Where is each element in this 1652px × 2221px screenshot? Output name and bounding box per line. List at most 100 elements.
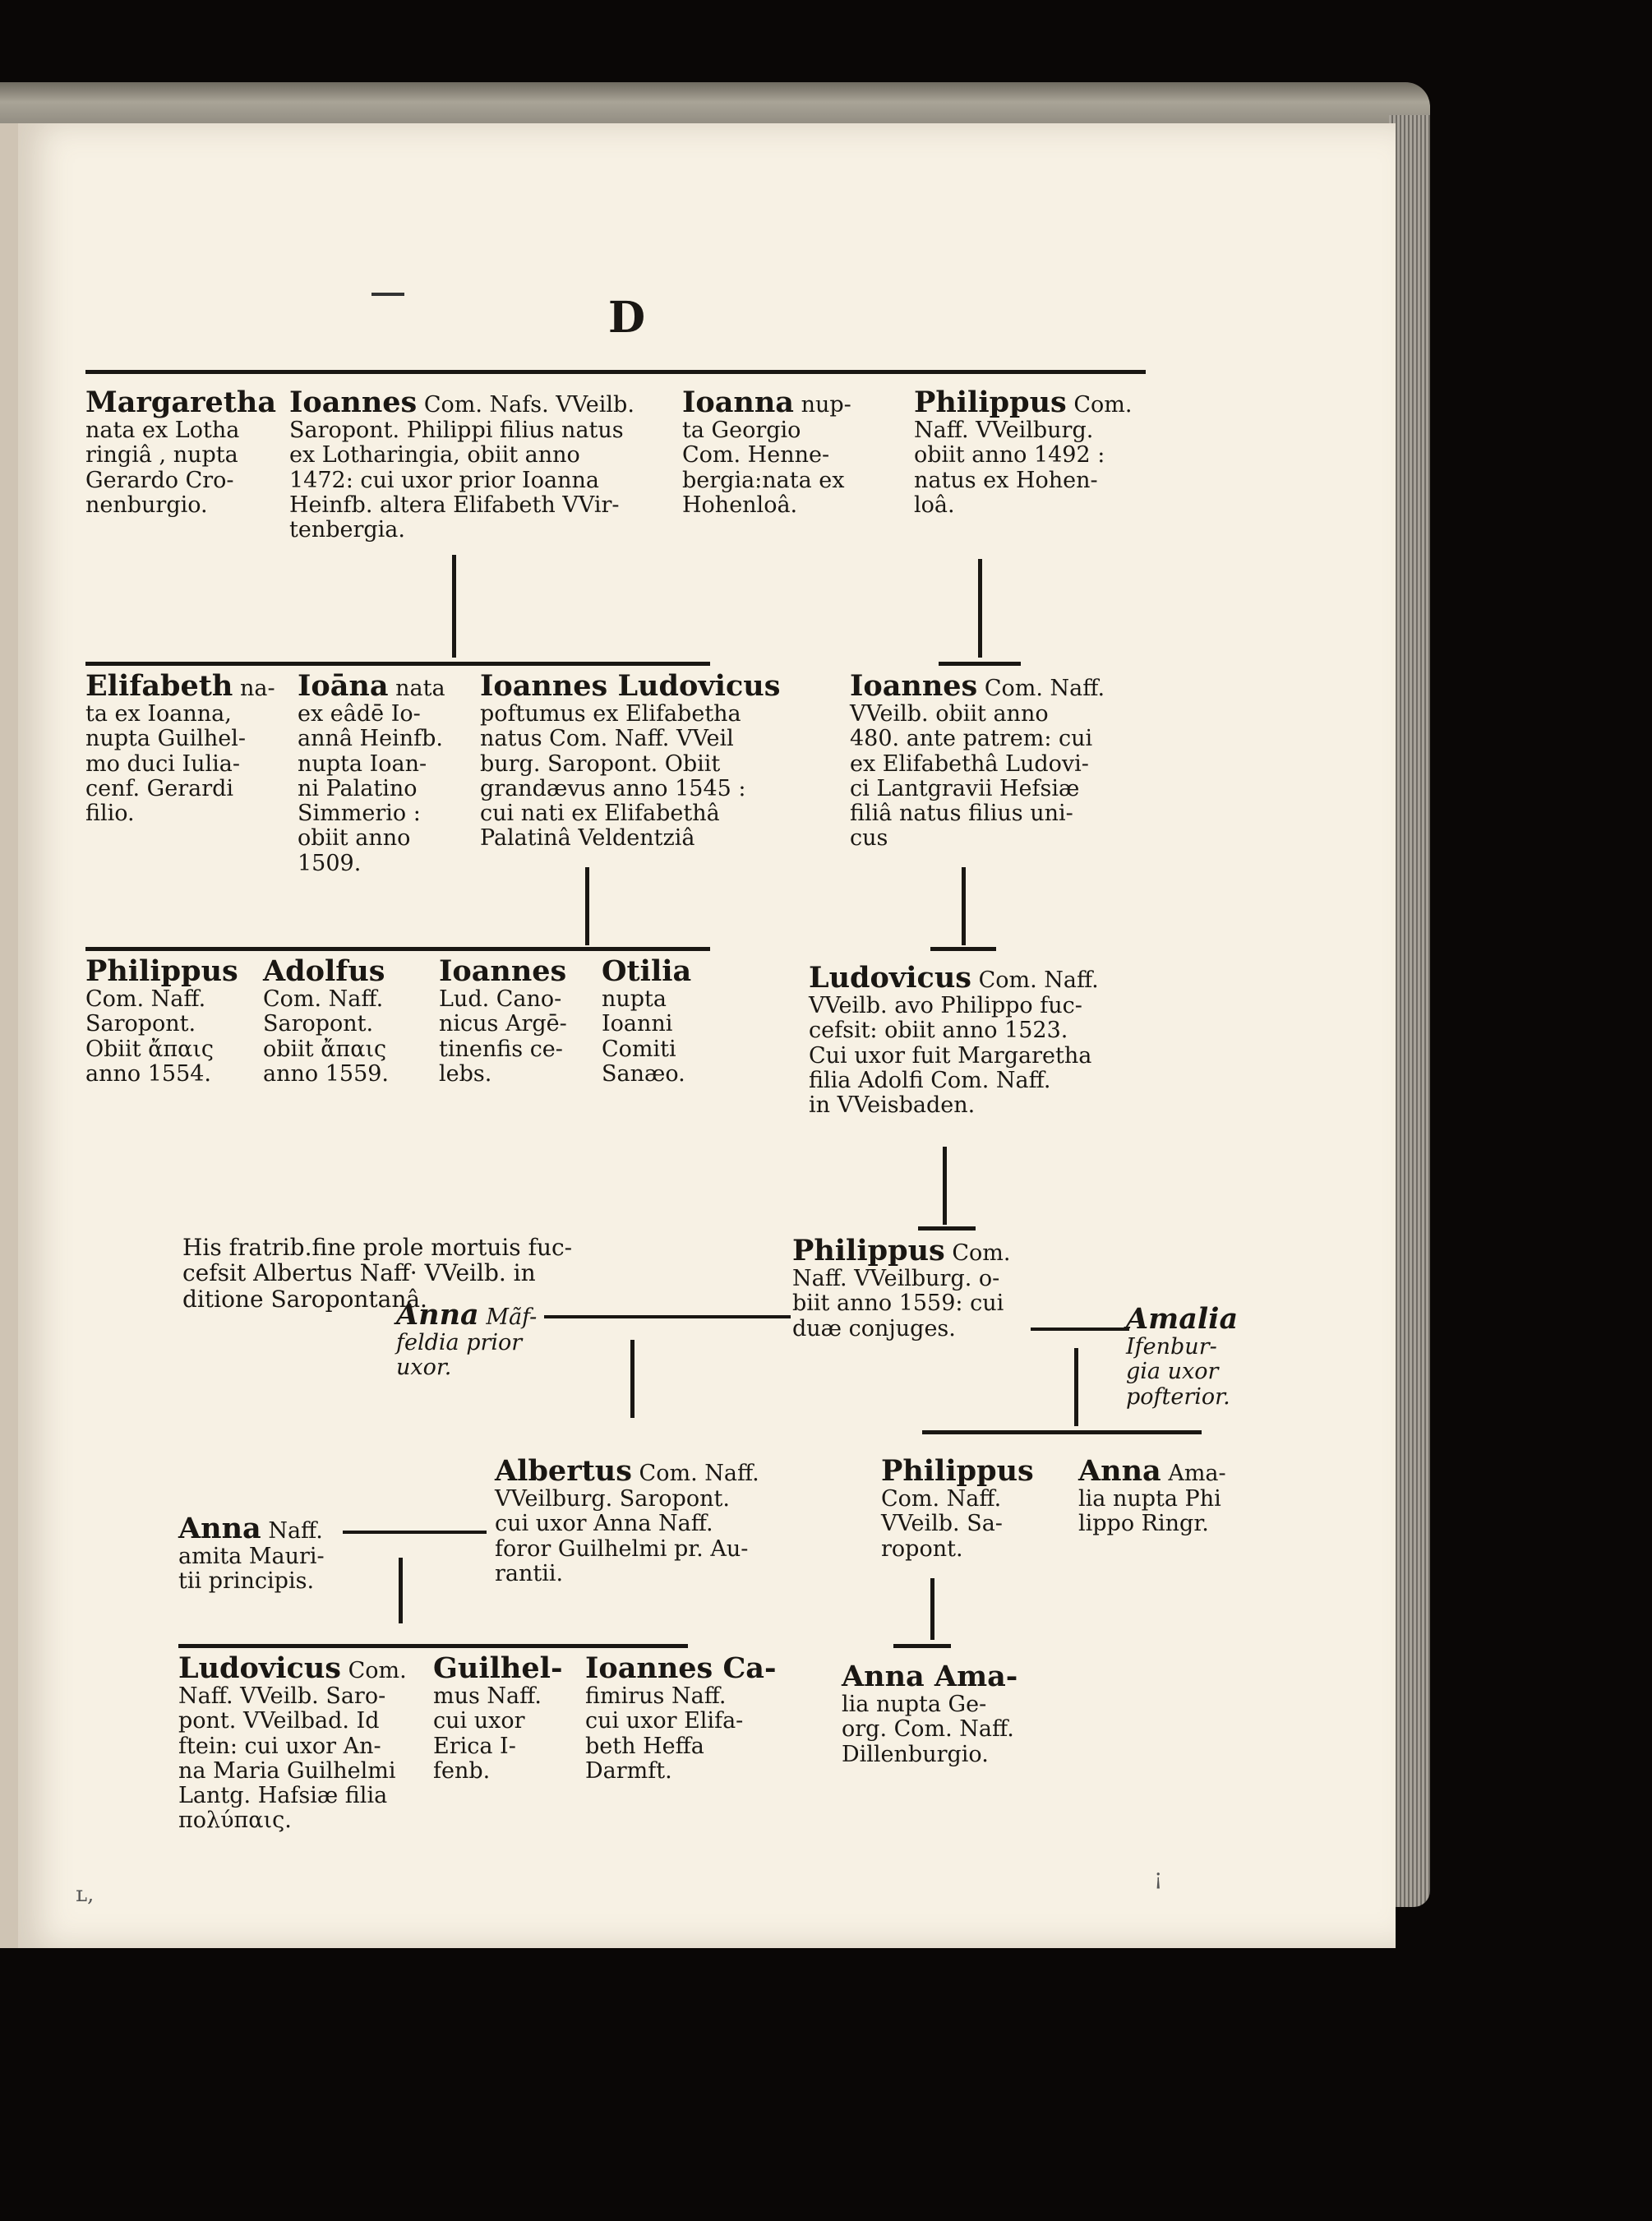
entry-name: Ioannes <box>439 954 567 988</box>
entry-ludovicus-1523: Ludovicus Com. Naff. VVeilb. avo Philipp… <box>809 962 1154 1118</box>
link-amalia-children <box>1074 1348 1078 1426</box>
entry-name: Ioannes <box>850 669 978 703</box>
marriage-line-anna <box>544 1315 791 1318</box>
entry-name: Philippus <box>792 1234 945 1267</box>
entry-anna-amalia-dillenburg: Anna Ama- lia nupta Ge- org. Com. Naff. … <box>842 1660 1047 1767</box>
link-ioannes-son <box>962 867 966 945</box>
entry-text: Com. Nafs. VVeilb. Saropont. Philippi fi… <box>289 392 634 543</box>
entry-anna-mansfeld: Anna Mãf- feldia prior uxor. <box>396 1299 577 1381</box>
entry-name: Guilhel- <box>433 1651 563 1685</box>
side-mark: ¡ <box>1154 1866 1163 1891</box>
entry-text: Com. Naff. VVeilburg. obiit anno 1492 : … <box>914 392 1133 518</box>
entry-ioannes-ludovicus: Ioannes Ludovicus poftumus ex Elifabetha… <box>480 670 833 852</box>
bracket-gen2-left <box>85 662 710 666</box>
entry-text: Ifenbur- gia uxor pofterior. <box>1126 1334 1230 1410</box>
entry-text: nup- ta Georgio Com. Henne- bergia:nata … <box>682 392 851 518</box>
entry-name: Elifabeth <box>85 669 233 703</box>
entry-ioannes-casimirus: Ioannes Ca- fimirus Naff. cui uxor Elifa… <box>585 1652 791 1784</box>
entry-elisabeth: Elifabeth na- ta ex Ioanna, nupta Guilhe… <box>85 670 291 826</box>
entry-adolfus: Adolfus Com. Naff. Saropont. obiit ἄπαις… <box>263 955 444 1087</box>
entry-anna-nassau: Anna Naff. amita Mauri- tii principis. <box>178 1512 359 1595</box>
entry-name: Philippus <box>881 1454 1034 1488</box>
bracket-gen1 <box>85 370 1146 374</box>
entry-name: Anna <box>178 1512 261 1545</box>
entry-name: Ioannes <box>289 386 418 419</box>
entry-name: Ludovicus <box>809 961 971 995</box>
entry-text: nata ex eâdē Io- annâ Heinfb. nupta Ioan… <box>298 676 445 876</box>
link-albertus <box>630 1340 634 1418</box>
entry-anna-amalia-ringr: Anna Ama- lia nupta Phi lippo Ringr. <box>1078 1455 1259 1537</box>
entry-name: Margaretha <box>85 386 277 419</box>
entry-philippus-1554: Philippus Com. Naff. Saropont. Obiit ἄπα… <box>85 955 266 1087</box>
entry-name: Anna <box>396 1298 479 1332</box>
bracket-amalia-children <box>922 1430 1202 1434</box>
link-albertus-children <box>399 1558 403 1623</box>
entry-name: Otilia <box>602 954 692 988</box>
entry-text: na- ta ex Ioanna, nupta Guilhel- mo duci… <box>85 676 275 827</box>
footnote-albertus: His fratrib.fine prole mortuis fuc- cefs… <box>182 1234 573 1313</box>
bracket-gen3-right <box>930 947 996 951</box>
entry-text: poftumus ex Elifabetha natus Com. Naff. … <box>480 701 746 852</box>
entry-text: nata ex Lotha ringiâ , nupta Gerardo Cro… <box>85 418 240 518</box>
entry-text: Com. Naff. VVeilb. obiit anno 480. ante … <box>850 676 1105 852</box>
link-ludovicus-son <box>943 1147 947 1225</box>
entry-text: Com. Naff. VVeilburg. Saropont. cui uxor… <box>495 1461 759 1586</box>
entry-ioana-palatino: Ioāna nata ex eâdē Io- annâ Heinfb. nupt… <box>298 670 495 876</box>
entry-albertus: Albertus Com. Naff. VVeilburg. Saropont.… <box>495 1455 815 1586</box>
page-body: D Margaretha nata ex Lotha ringiâ , nupt… <box>18 123 1396 1948</box>
entry-text: Com. Naff. VVeilburg. o- biit anno 1559:… <box>792 1240 1011 1341</box>
entry-name: Ludovicus <box>178 1651 341 1685</box>
entry-text: Com. Naff. VVeilb. Sa- ropont. <box>881 1486 1003 1562</box>
entry-text: nupta Ioanni Comiti Sanæo. <box>602 986 685 1087</box>
bracket-gen3-left <box>85 947 710 951</box>
entry-name: Ioannes Ca- <box>585 1651 777 1685</box>
margin-mark: ʟ, <box>76 1882 95 1907</box>
entry-name: Philippus <box>85 954 238 988</box>
link-ioannes-ludovicus-children <box>585 867 589 945</box>
entry-name: Ioāna <box>298 669 389 703</box>
entry-amalia: Amalia Ifenbur- gia uxor pofterior. <box>1126 1303 1257 1410</box>
entry-ioannes-com-nass: Ioannes Com. Nafs. VVeilb. Saropont. Phi… <box>289 386 676 543</box>
entry-ioanna-henneberg: Ioanna nup- ta Georgio Com. Henne- bergi… <box>682 386 888 518</box>
entry-text: mus Naff. cui uxor Erica I- fenb. <box>433 1683 542 1784</box>
bracket-gen6-right <box>893 1644 951 1648</box>
entry-name: Philippus <box>914 386 1067 419</box>
entry-name: Ioanna <box>682 386 794 419</box>
link-philippus-daughter <box>930 1578 934 1640</box>
entry-text: Ama- lia nupta Phi lippo Ringr. <box>1078 1461 1226 1537</box>
entry-text: Com. Naff. Saropont. Obiit ἄπαις anno 15… <box>85 986 215 1087</box>
entry-philippus-saropont: Philippus Com. Naff. VVeilb. Sa- ropont. <box>881 1455 1078 1562</box>
entry-text: Com. Naff. VVeilb. avo Philippo fuc- cef… <box>809 967 1099 1119</box>
link-philippus-son <box>978 559 982 658</box>
entry-text: lia nupta Ge- org. Com. Naff. Dillenburg… <box>842 1692 1014 1767</box>
entry-name: Ioannes Ludovicus <box>480 669 781 703</box>
entry-name: Anna <box>1078 1454 1161 1488</box>
entry-name: Anna Ama- <box>842 1660 1018 1693</box>
bracket-gen4 <box>918 1226 976 1231</box>
entry-philippus-1559: Philippus Com. Naff. VVeilburg. o- biit … <box>792 1235 1039 1341</box>
entry-ioannes-1480: Ioannes Com. Naff. VVeilb. obiit anno 48… <box>850 670 1179 852</box>
signature-letter: D <box>608 293 646 343</box>
entry-otilia: Otilia nupta Ioanni Comiti Sanæo. <box>602 955 733 1087</box>
entry-name: Amalia <box>1126 1302 1239 1336</box>
book-page: D Margaretha nata ex Lotha ringiâ , nupt… <box>18 123 1396 1948</box>
entry-text: fimirus Naff. cui uxor Elifa- beth Heffa… <box>585 1683 744 1784</box>
bracket-gen6 <box>178 1644 688 1648</box>
bracket-gen2-right <box>939 662 1021 666</box>
marriage-line-albertus <box>343 1531 487 1534</box>
entry-text: Lud. Cano- nicus Argē- tinenfis ce- lebs… <box>439 986 567 1087</box>
entry-text: Com. Naff. Saropont. obiit ἄπαις anno 15… <box>263 986 390 1087</box>
entry-ioannes-canonicus: Ioannes Lud. Cano- nicus Argē- tinenfis … <box>439 955 611 1087</box>
entry-name: Adolfus <box>263 954 385 988</box>
entry-name: Albertus <box>495 1454 632 1488</box>
entry-text: Com. Naff. VVeilb. Saro- pont. VVeilbad.… <box>178 1658 407 1834</box>
entry-ludovicus-polypais: Ludovicus Com. Naff. VVeilb. Saro- pont.… <box>178 1652 425 1834</box>
entry-guilhelmus: Guilhel- mus Naff. cui uxor Erica I- fen… <box>433 1652 598 1784</box>
entry-margaretha: Margaretha nata ex Lotha ringiâ , nupta … <box>85 386 299 518</box>
entry-text: Mãf- feldia prior uxor. <box>396 1304 538 1381</box>
entry-text: Naff. amita Mauri- tii principis. <box>178 1518 325 1595</box>
entry-philippus-1492: Philippus Com. Naff. VVeilburg. obiit an… <box>914 386 1152 518</box>
marriage-line-amalia <box>1031 1328 1129 1331</box>
page-edges <box>1389 115 1430 1907</box>
link-ioannes-children <box>452 555 456 658</box>
